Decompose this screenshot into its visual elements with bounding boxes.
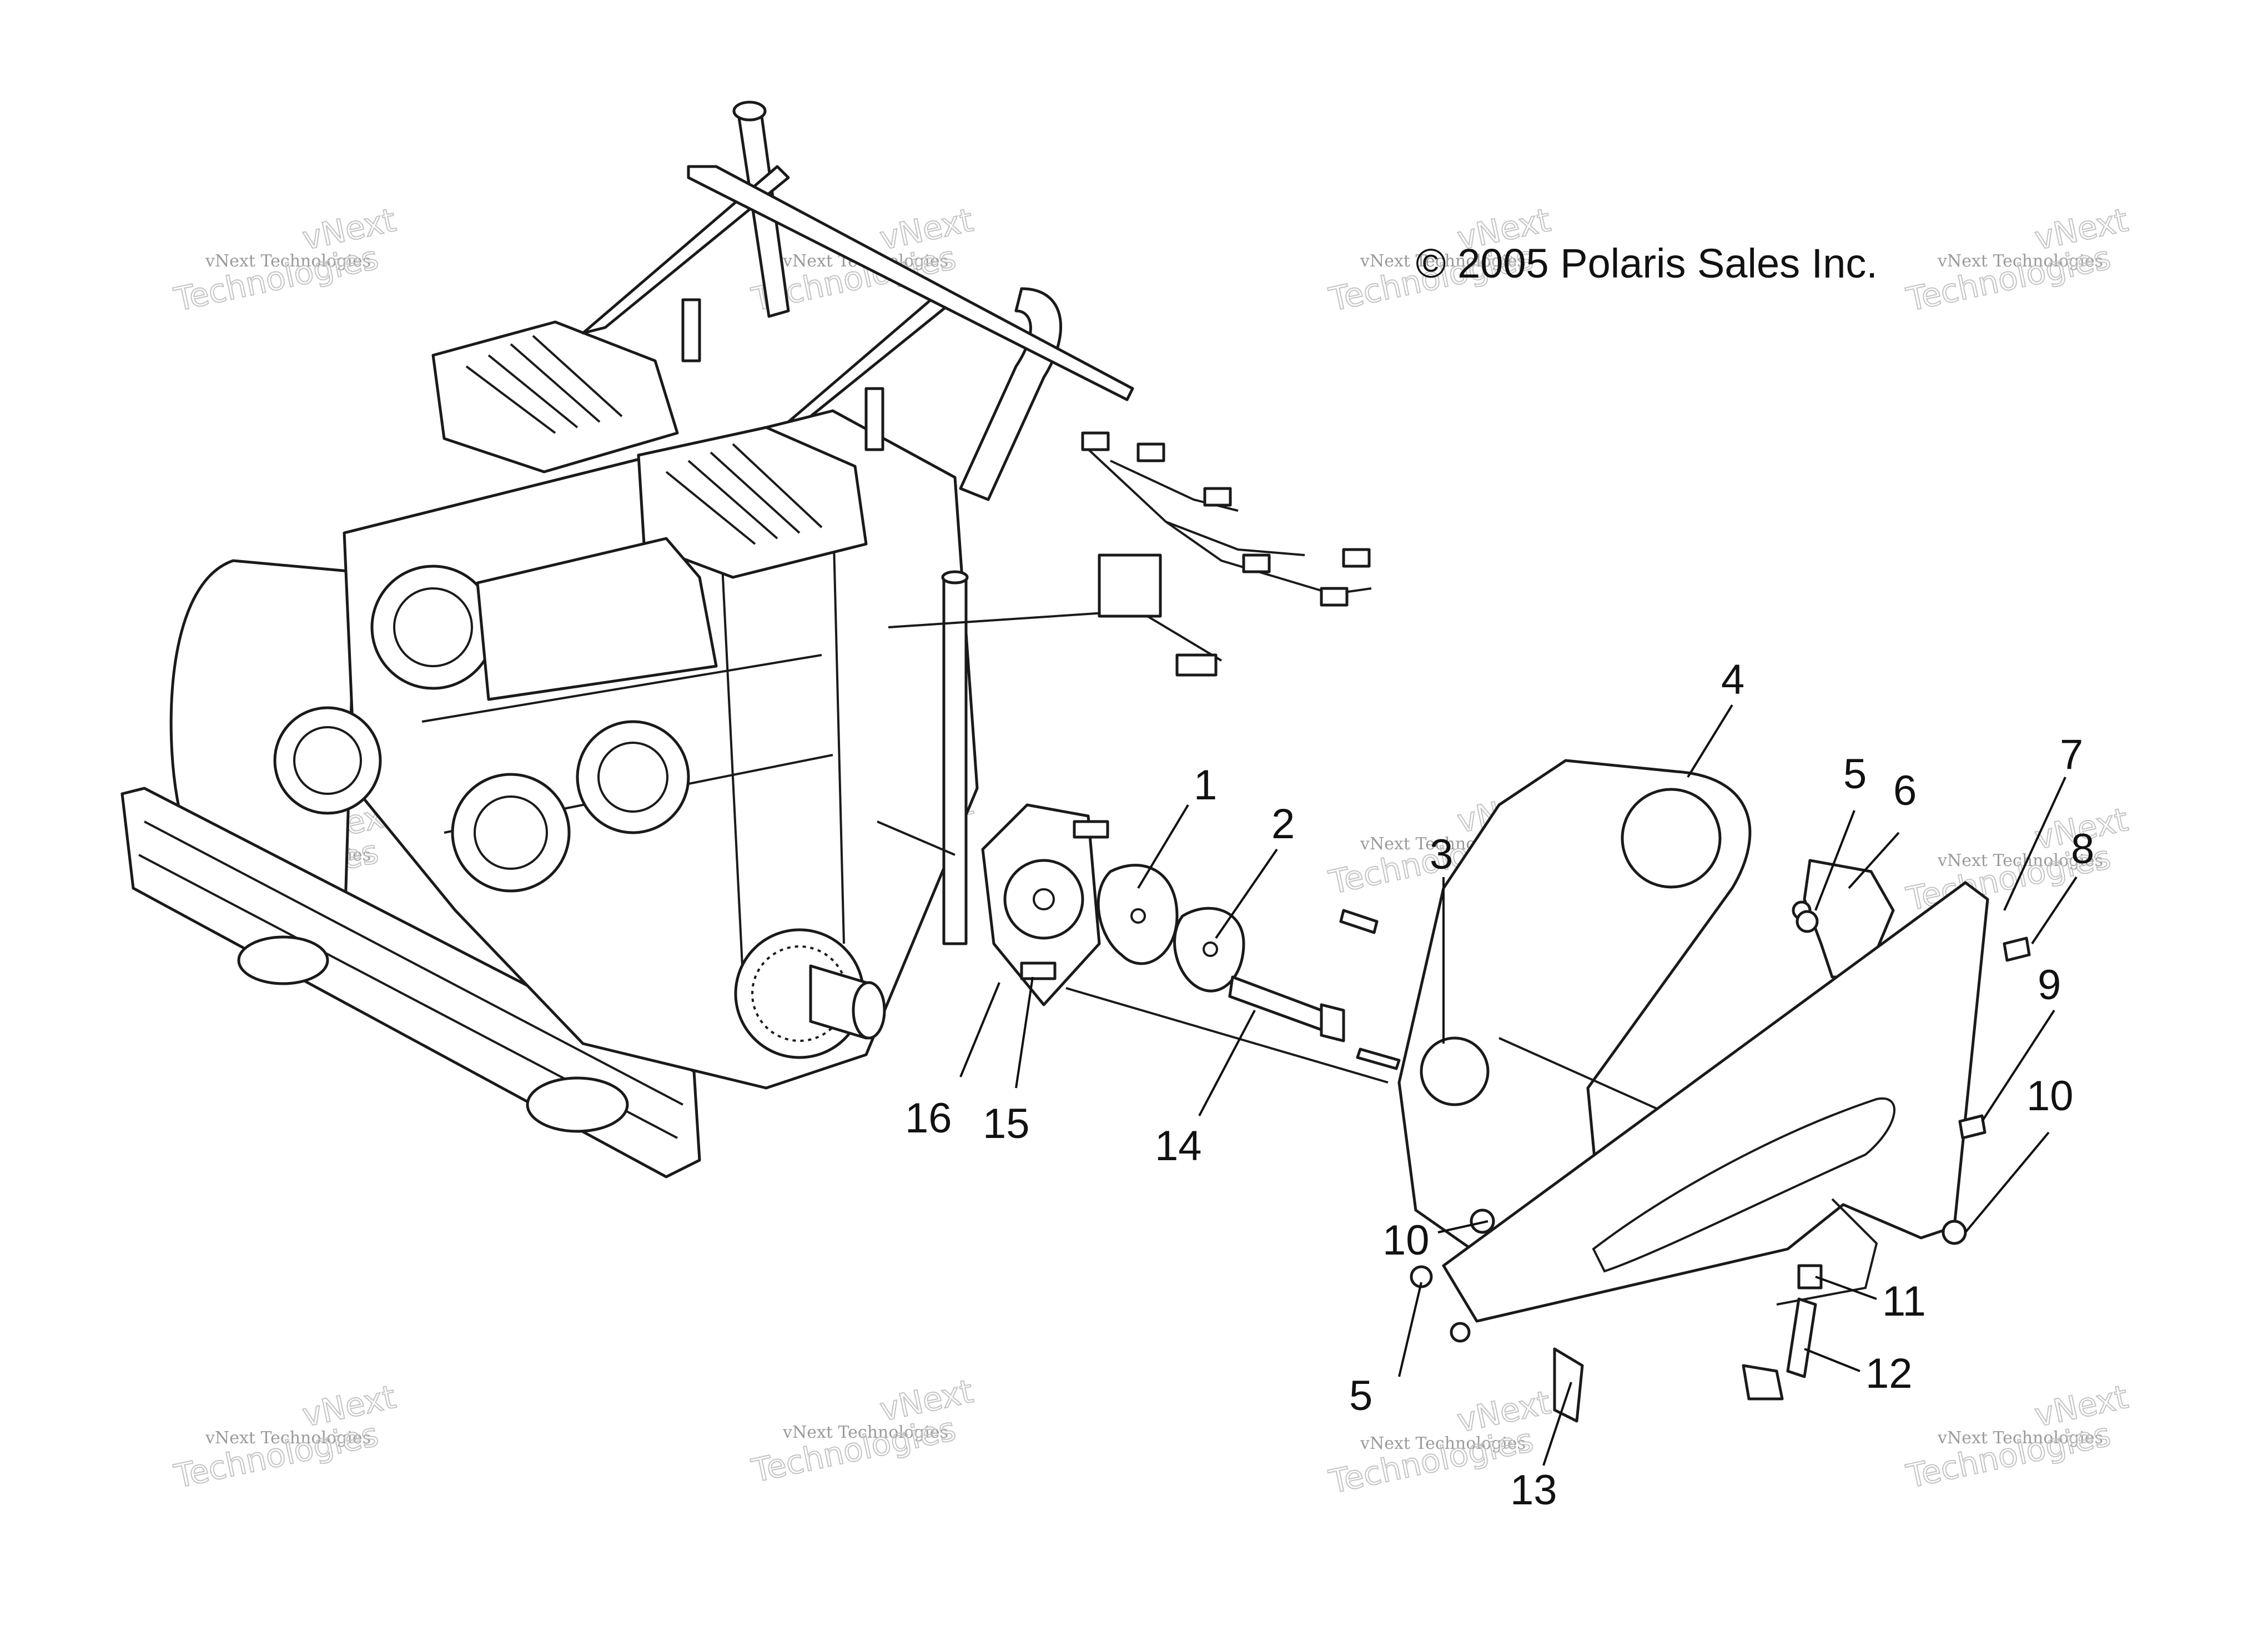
- belt-guard-boss-right: [526, 1076, 629, 1133]
- svg-text:Technologies: Technologies: [748, 1410, 959, 1490]
- watermark-10: vNext Technologies vNext Technologies: [748, 1372, 977, 1490]
- bolt-3: [1356, 1047, 1401, 1070]
- svg-text:Technologies: Technologies: [1903, 239, 2114, 319]
- bolt-13: [1553, 1347, 1584, 1423]
- svg-text:vNext Technologies: vNext Technologies: [205, 1428, 371, 1448]
- callout-9: 9: [2038, 961, 2061, 1009]
- bolt-9: [1958, 1114, 1987, 1140]
- mount-stud-15: [1020, 961, 1057, 980]
- callout-11: 11: [1882, 1278, 1926, 1325]
- washer-1: [1097, 864, 1179, 965]
- cross-tube: [581, 165, 790, 335]
- throttle-body-upper: [370, 565, 496, 690]
- watermark-9: vNext Technologies vNext Technologies: [170, 1377, 400, 1496]
- copyright-notice: © 2005 Polaris Sales Inc.: [1416, 240, 1878, 286]
- callout-16: 16: [905, 1095, 952, 1142]
- svg-text:vNext Technologies: vNext Technologies: [205, 251, 371, 271]
- bolt-12: [1786, 1297, 1817, 1378]
- belt-guard-boss-left: [237, 935, 329, 985]
- callout-2: 2: [1271, 800, 1295, 848]
- callouts: 1 2 3 4 5 6 7 8 9 10 10 5 11 12 13 14 15…: [905, 656, 2094, 1514]
- callout-1: 1: [1194, 762, 1217, 809]
- svg-text:vNext Technologies: vNext Technologies: [782, 1423, 948, 1442]
- harness-plug-6: [1320, 587, 1349, 607]
- upright-tube: [942, 576, 968, 945]
- spark-plug-2: [864, 387, 884, 451]
- spacer-11: [1797, 1264, 1823, 1290]
- callout-8: 8: [2071, 825, 2094, 873]
- svg-text:Technologies: Technologies: [1903, 1416, 2114, 1495]
- callout-4: 4: [1721, 656, 1744, 703]
- harness-main-connector: [1098, 553, 1162, 618]
- harness-plug-7: [1175, 653, 1218, 677]
- callout-7: 7: [2060, 731, 2083, 778]
- watermark-4: vNext Technologies vNext Technologies: [1903, 200, 2132, 319]
- nut-10-left: [1470, 1208, 1495, 1234]
- harness-plug-2: [1136, 442, 1165, 462]
- svg-text:vNext Technologies: vNext Technologies: [1937, 851, 2103, 870]
- harness-plug-5: [1342, 548, 1371, 568]
- harness-plug-4: [1242, 553, 1271, 573]
- callout-15: 15: [983, 1100, 1030, 1147]
- engine-assembly: [120, 100, 1134, 1178]
- svg-text:Technologies: Technologies: [171, 239, 382, 319]
- bolt-14: [1228, 975, 1323, 1031]
- nut-5-top: [1796, 910, 1819, 933]
- watermark-12: vNext Technologies vNext Technologies: [1903, 1377, 2132, 1496]
- frame-rail-7: [1442, 881, 1989, 1323]
- svg-text:vNext Technologies: vNext Technologies: [1360, 251, 1526, 271]
- svg-text:vNext Technologies: vNext Technologies: [1937, 1428, 2103, 1448]
- svg-text:vNext Technologies: vNext Technologies: [1360, 1434, 1526, 1453]
- bolt-8: [2003, 936, 2031, 962]
- svg-text:Technologies: Technologies: [1326, 1421, 1537, 1501]
- mount-rail: [687, 165, 1134, 401]
- callout-5-bottom: 5: [1349, 1372, 1372, 1419]
- harness-plug-3: [1203, 487, 1232, 507]
- wiring-harness: [888, 431, 1372, 677]
- callout-14: 14: [1155, 1122, 1202, 1170]
- callout-5-top: 5: [1843, 751, 1867, 798]
- throttle-body-left: [273, 706, 382, 815]
- mount-stud-top: [1073, 820, 1109, 839]
- throttle-body-middle: [451, 773, 571, 893]
- svg-text:vNext Technologies: vNext Technologies: [1937, 251, 2103, 271]
- intake-manifold: [476, 537, 718, 701]
- harness-plug-1: [1081, 431, 1110, 451]
- callout-3: 3: [1430, 831, 1453, 878]
- callout-6: 6: [1893, 767, 1917, 814]
- watermark-8: vNext Technologies vNext Technologies: [1903, 800, 2132, 919]
- callout-10-right: 10: [2026, 1072, 2074, 1120]
- nut-10-right: [1942, 1220, 1967, 1245]
- cylinder-head-rear: [431, 320, 679, 474]
- spark-plug-1: [681, 298, 701, 362]
- throttle-body-right: [576, 720, 690, 834]
- svg-text:Technologies: Technologies: [171, 1416, 382, 1495]
- engine-mount-parts: [877, 803, 1401, 1084]
- callout-12: 12: [1865, 1350, 1913, 1397]
- callout-10-left: 10: [1382, 1217, 1430, 1264]
- callout-13: 13: [1510, 1467, 1557, 1514]
- watermark-1: vNext Technologies vNext Technologies: [170, 200, 400, 319]
- leader-lines: [959, 704, 2078, 1466]
